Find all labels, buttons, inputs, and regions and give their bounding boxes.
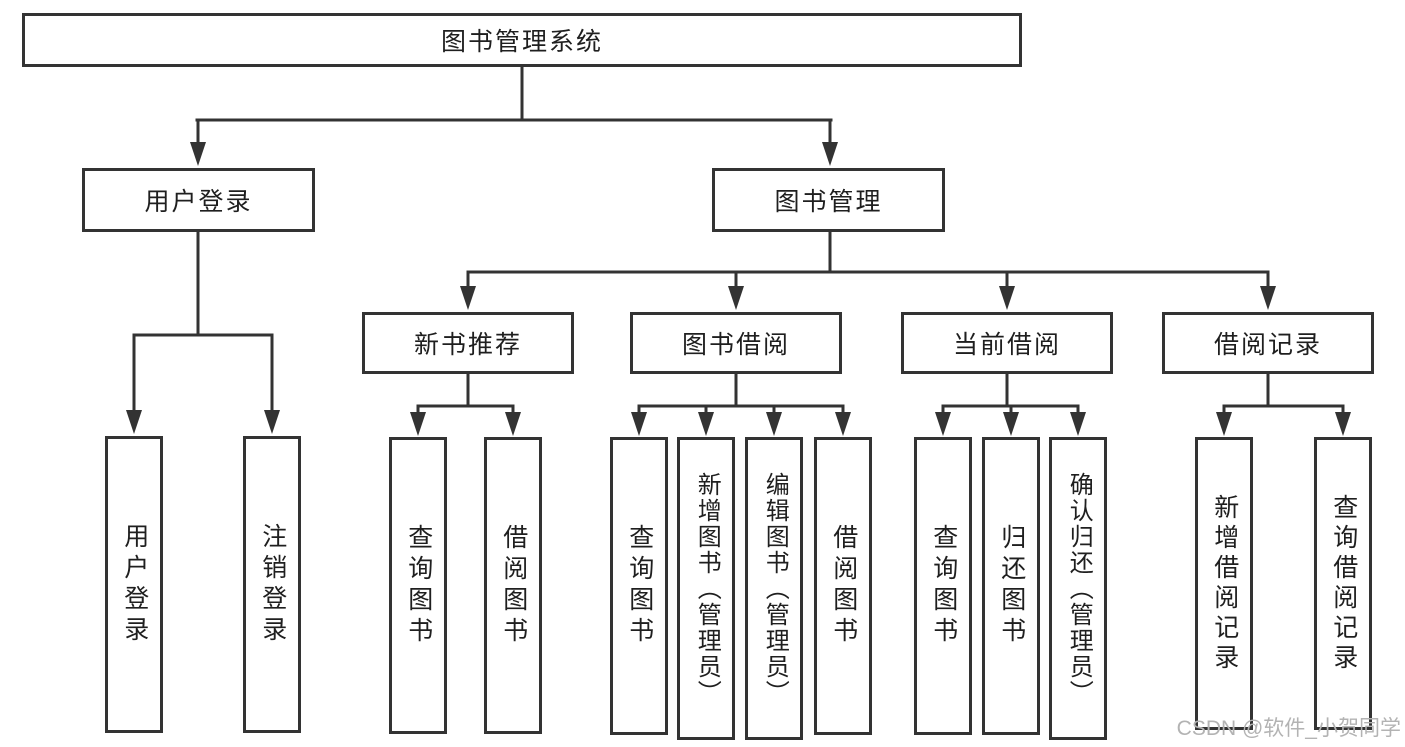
node-book-management-label: 图书管理 bbox=[774, 188, 883, 216]
node-add-borrow-record-label: 新增借阅记录 bbox=[1210, 493, 1239, 674]
node-borrow-books-1: 借阅图书 bbox=[484, 437, 542, 734]
node-borrow-records: 借阅记录 bbox=[1162, 312, 1374, 374]
node-book-borrowing-label: 图书借阅 bbox=[681, 331, 790, 359]
node-borrow-records-label: 借阅记录 bbox=[1213, 331, 1322, 359]
node-add-borrow-record: 新增借阅记录 bbox=[1195, 437, 1253, 730]
node-new-book-recommend: 新书推荐 bbox=[362, 312, 574, 374]
node-query-books-2: 查询图书 bbox=[610, 437, 668, 735]
node-current-borrowing: 当前借阅 bbox=[901, 312, 1113, 374]
node-borrow-books-2: 借阅图书 bbox=[814, 437, 872, 735]
node-add-book-admin-label: 新增图书（管理员） bbox=[693, 471, 721, 706]
node-logout-leaf: 注销登录 bbox=[243, 436, 301, 733]
node-return-books: 归还图书 bbox=[982, 437, 1040, 735]
node-book-management: 图书管理 bbox=[712, 168, 945, 232]
csdn-watermark: CSDN @软件_小贺同学 bbox=[1176, 717, 1401, 740]
node-current-borrowing-label: 当前借阅 bbox=[952, 331, 1061, 359]
node-book-borrowing: 图书借阅 bbox=[630, 312, 842, 374]
node-query-borrow-record-label: 查询借阅记录 bbox=[1329, 493, 1358, 674]
node-new-book-recommend-label: 新书推荐 bbox=[413, 331, 522, 359]
node-confirm-return-admin-label: 确认归还（管理员） bbox=[1065, 471, 1093, 706]
node-confirm-return-admin: 确认归还（管理员） bbox=[1049, 437, 1107, 740]
node-return-books-label: 归还图书 bbox=[997, 524, 1026, 648]
node-query-books-1-label: 查询图书 bbox=[404, 523, 433, 648]
node-user-login-label: 用户登录 bbox=[144, 188, 253, 216]
node-query-books-3-label: 查询图书 bbox=[929, 524, 958, 648]
node-add-book-admin: 新增图书（管理员） bbox=[677, 437, 735, 740]
node-library-system-label: 图书管理系统 bbox=[440, 28, 603, 56]
node-query-books-2-label: 查询图书 bbox=[625, 524, 654, 648]
node-borrow-books-1-label: 借阅图书 bbox=[499, 523, 528, 648]
node-user-login-leaf: 用户登录 bbox=[105, 436, 163, 733]
node-query-borrow-record: 查询借阅记录 bbox=[1314, 437, 1372, 730]
node-user-login: 用户登录 bbox=[82, 168, 315, 232]
node-query-books-1: 查询图书 bbox=[389, 437, 447, 734]
node-query-books-3: 查询图书 bbox=[914, 437, 972, 735]
node-edit-book-admin-label: 编辑图书（管理员） bbox=[761, 471, 789, 706]
node-borrow-books-2-label: 借阅图书 bbox=[829, 524, 858, 648]
node-user-login-leaf-label: 用户登录 bbox=[120, 522, 149, 647]
node-library-system: 图书管理系统 bbox=[22, 13, 1022, 67]
node-logout-leaf-label: 注销登录 bbox=[258, 522, 287, 647]
node-edit-book-admin: 编辑图书（管理员） bbox=[745, 437, 803, 740]
